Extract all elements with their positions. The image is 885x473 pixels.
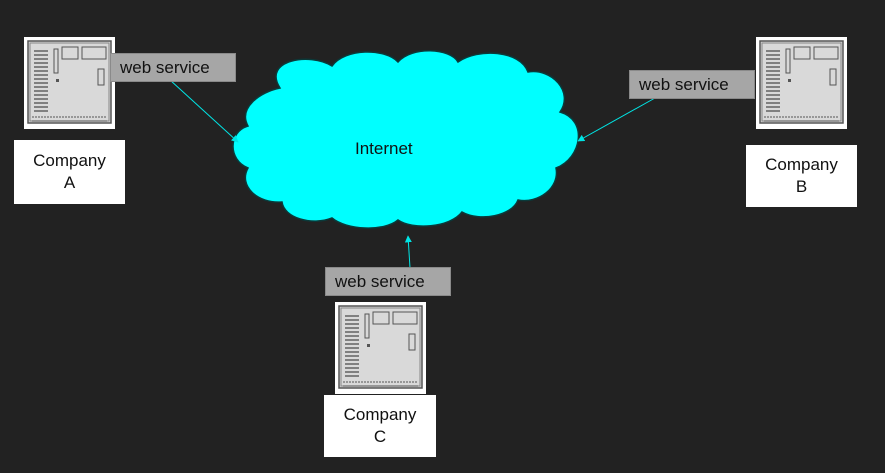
server-rack-icon bbox=[335, 302, 426, 394]
company-b-label: Company B bbox=[746, 145, 857, 207]
connector-c bbox=[404, 235, 412, 269]
server-rack-icon bbox=[24, 37, 115, 129]
internet-cloud bbox=[232, 50, 579, 229]
web-service-label-a: web service bbox=[110, 53, 236, 82]
connector-a bbox=[169, 79, 239, 143]
company-c-label: Company C bbox=[324, 395, 436, 457]
connector-b bbox=[577, 97, 656, 142]
web-service-label-b: web service bbox=[629, 70, 755, 99]
server-rack-icon bbox=[756, 37, 847, 129]
web-service-label-c: web service bbox=[325, 267, 451, 296]
internet-label: Internet bbox=[355, 139, 413, 158]
company-a-label: Company A bbox=[14, 140, 125, 204]
